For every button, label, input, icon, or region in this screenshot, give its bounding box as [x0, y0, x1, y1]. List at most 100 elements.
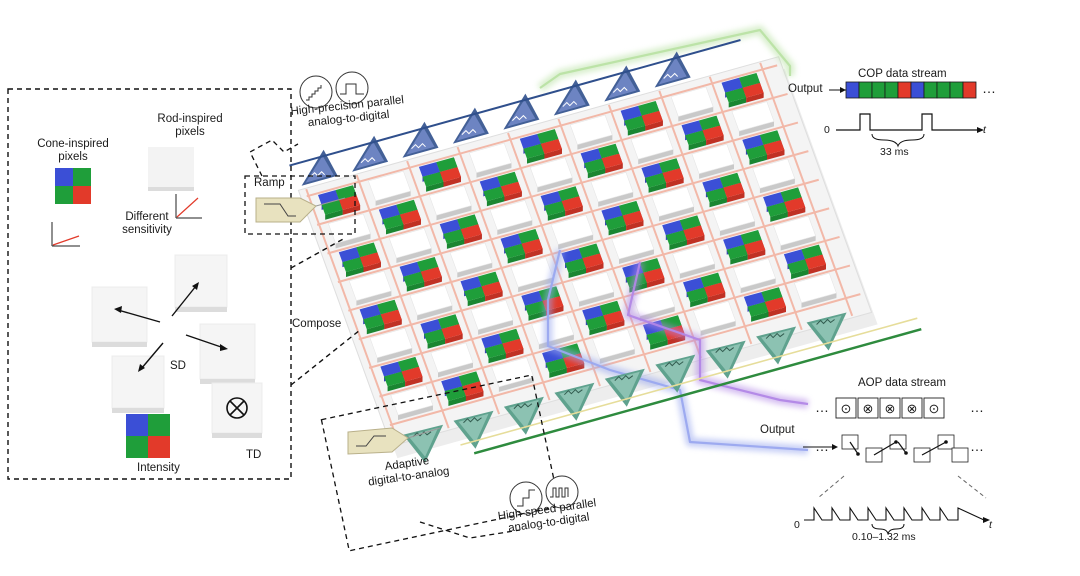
col-wire-5 — [557, 118, 652, 373]
cop-stream-cell-9 — [962, 81, 977, 99]
sd-tile-bottom-right-side — [200, 379, 255, 384]
cone-pixel-6-4-r-front — [606, 320, 625, 331]
rod-pixel-2-1-top — [388, 228, 432, 259]
cone-pixel-2-4-g2-front — [547, 211, 566, 221]
bottom-adc-circuit — [564, 388, 583, 396]
rod-pixel-3-2-top — [449, 242, 493, 273]
cone-pixel-0-8-g2 — [725, 87, 747, 108]
aop-output-arrowhead — [832, 444, 838, 450]
top-adc-circuit — [663, 72, 679, 79]
cone-pixel-1-7-g2 — [685, 130, 707, 151]
sd-arrow-down-right — [185, 334, 225, 349]
cone-pixel-1-3-r — [500, 181, 522, 202]
row-wire-3 — [337, 150, 809, 284]
sd-tile-bottom-left — [111, 355, 165, 413]
cone-pixel-1-1-r — [399, 209, 421, 230]
cone-pixel-5-3-g2-front — [528, 310, 546, 321]
cone-pixel-3-3-b-top — [500, 233, 522, 249]
sd-tile-top-left-top — [91, 286, 148, 343]
cone-pixel-4-0-r — [380, 309, 402, 330]
rod-pixel-3-4-front — [558, 234, 594, 250]
cone-pixel-0-4-r-front — [544, 148, 562, 159]
top-adc-4 — [503, 93, 540, 130]
rod-pixel-4-1-top — [409, 285, 453, 316]
rod-pixel-3-4 — [550, 214, 594, 250]
rod-pixel-0-7-top — [670, 86, 714, 117]
cone-pixel-3-5-r-top — [622, 210, 644, 226]
cone-pixel-0-2-g1-top — [436, 157, 458, 172]
cone-pixel-4-4-g2-front — [568, 268, 586, 278]
cone-pixel-6-8-r — [805, 254, 826, 275]
cop-ellipsis: … — [982, 80, 996, 96]
cone-pixel-1-1-g2-front — [386, 224, 404, 235]
col-wire-6 — [607, 104, 702, 359]
bottom-adc-face — [660, 357, 691, 387]
staircase-icon-glyph — [306, 85, 322, 101]
rod-pixel-6-7-top — [733, 258, 776, 289]
cone-pixel-2-8-r-front — [767, 150, 785, 160]
cone-pixel-2-4-g2 — [544, 201, 566, 221]
cone-pixel-4-4-g1-top — [578, 243, 600, 259]
rod-pixel-1-2-top — [428, 185, 472, 216]
bottom-adc-circuit — [715, 346, 734, 353]
rod-pixel-1-2 — [428, 185, 472, 221]
ramp-label: Ramp — [254, 177, 285, 189]
cone-pixel-6-8-g1-top — [801, 244, 823, 260]
aop-timing-waveform — [804, 506, 985, 521]
cone-pixel-7-7-r-top — [764, 297, 786, 312]
rod-pixel-1-8-top — [731, 101, 775, 132]
cone-pixel-7-7-r — [764, 297, 786, 317]
cone-pixel-3-1-r — [420, 266, 442, 287]
cone-pixel-3-5-r-front — [626, 220, 644, 231]
cone-pixel-2-8-b-top — [742, 135, 764, 150]
cone-pixel-2-2-r — [460, 224, 482, 245]
rod-pixel-0-7 — [670, 86, 714, 122]
pixel-array-chip — [289, 25, 922, 463]
cone-pixel-6-0-r — [401, 366, 423, 387]
row-wire-4 — [348, 178, 820, 312]
rod-pixel-1-4 — [529, 157, 573, 193]
cone-pixel-0-8-g2-front — [728, 97, 747, 108]
cone-pixel-5-5-r — [643, 268, 665, 288]
ramp-waveform — [264, 203, 296, 217]
top-adc-3 — [452, 107, 489, 144]
aop-time-axis-arrow — [983, 517, 990, 523]
cone-pixel-5-1-b-top — [420, 319, 442, 334]
cone-pixel-4-6-r-top — [683, 225, 705, 241]
cone-pixel-4-8-r — [784, 197, 806, 217]
rod-pixel-7-4 — [592, 328, 636, 364]
aop-motion-arrowhead-2 — [904, 451, 908, 455]
cone-pixel-0-8-r — [742, 82, 764, 103]
cone-pixel-2-8-g2-front — [749, 154, 767, 165]
td-tile-side — [212, 433, 262, 438]
top-adc-2 — [402, 121, 439, 158]
rod-pixel-5-2-top — [470, 299, 514, 331]
cone-pixel-4-6-g2-top — [665, 230, 687, 245]
cone-pixel-7-1-g2-front — [448, 396, 466, 406]
cone-pixel-3-5-b-top — [601, 205, 623, 221]
bottom-adc-2 — [503, 396, 544, 435]
sd-tile-top-right — [174, 254, 228, 312]
aop-motion-cell-5 — [951, 447, 969, 463]
aop-period-label: 0.10–1.32 ms — [852, 531, 916, 543]
cone-pixel-2-6-g1-top — [658, 158, 680, 173]
cone-pixel-7-5-g2-top — [646, 330, 668, 345]
bottom-adc-3 — [554, 382, 595, 421]
cone-pixel-4-6-r — [683, 225, 705, 246]
cone-pixel-6-2-b-top — [481, 333, 503, 349]
cop-stream-cell-6 — [923, 81, 938, 99]
aop-ellipsis-right-1: … — [970, 399, 984, 415]
top-adc-circuit — [612, 86, 628, 93]
top-adc-circuit — [512, 114, 527, 121]
cone-pixel-1-1-r-top — [399, 209, 421, 225]
rod-pixel-3-8-top — [752, 158, 796, 189]
sensitivity-label: Different sensitivity — [122, 211, 172, 236]
bottom-adc-face — [408, 427, 439, 457]
rod-pixel-5-0 — [369, 327, 413, 363]
cone-pixel-2-8-g1-top — [759, 130, 781, 145]
cone-pixel-3-1-g2 — [403, 271, 425, 292]
rod-pixel-2-5 — [590, 171, 634, 207]
cone-pixel-4-6-g2-front — [669, 240, 687, 250]
cone-pixel-3-3-r-front — [525, 248, 543, 259]
rod-pixel-1-6-top — [630, 129, 674, 160]
